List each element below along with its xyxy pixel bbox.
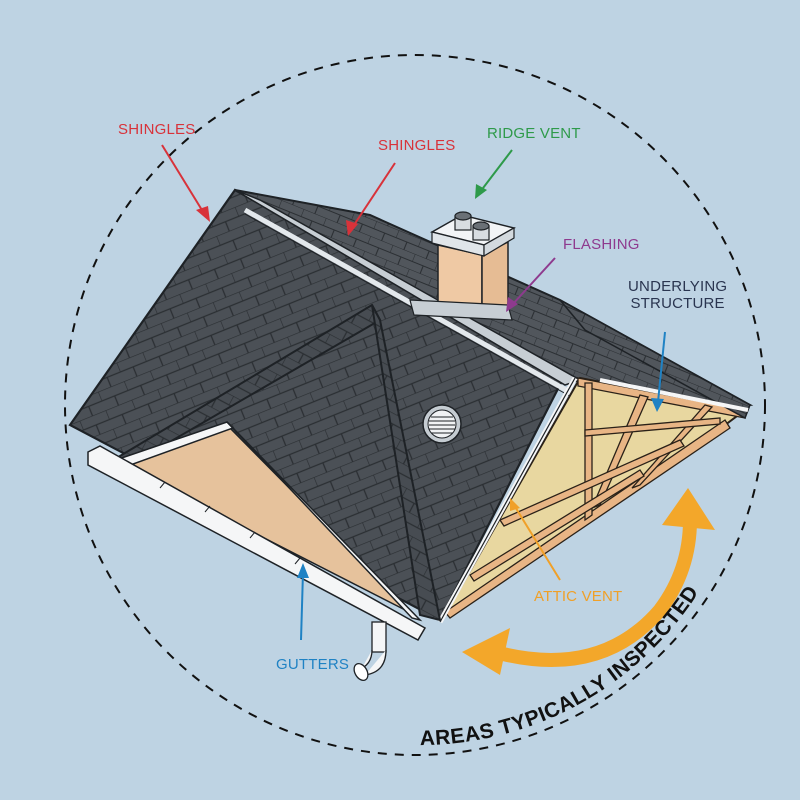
- downspout: [353, 621, 387, 682]
- leader-lines: [161, 144, 666, 641]
- label-ridge-vent: RIDGE VENT: [487, 125, 581, 142]
- label-attic-vent: ATTIC VENT: [534, 588, 623, 605]
- inspection-circle: [64, 54, 766, 756]
- label-shingles-left: SHINGLES: [118, 121, 196, 138]
- label-underlying-structure: UNDERLYING STRUCTURE: [628, 278, 727, 313]
- gutter: [87, 445, 427, 642]
- chimney: [409, 211, 517, 321]
- label-flashing: FLASHING: [563, 236, 640, 253]
- round-attic-vent: [422, 404, 462, 444]
- inspection-arrow: [462, 488, 715, 675]
- label-shingles-center: SHINGLES: [378, 137, 456, 154]
- label-gutters: GUTTERS: [276, 656, 350, 673]
- label-underlying-line1: UNDERLYING: [628, 278, 728, 295]
- label-underlying-line2: STRUCTURE: [630, 295, 725, 313]
